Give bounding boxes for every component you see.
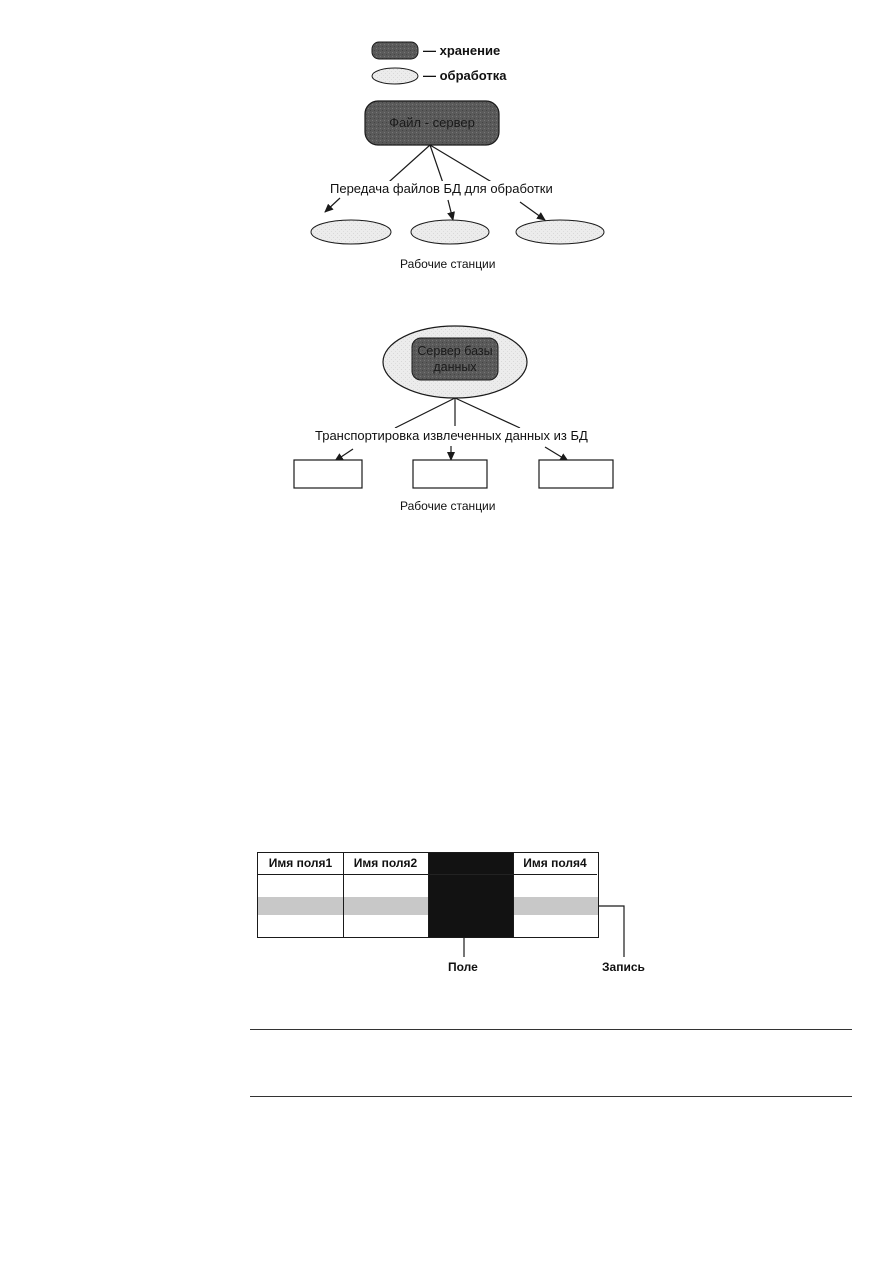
connector-1b (429, 144, 444, 184)
workstations-label-1: Рабочие станции (400, 257, 496, 271)
workstation-2b (412, 459, 488, 489)
column-header-4: Имя поля4 (513, 853, 597, 875)
workstation-1a (310, 219, 392, 245)
col-divider-2 (428, 853, 429, 937)
col-divider-1 (343, 853, 344, 937)
workstation-2c (538, 459, 614, 489)
arrow-1c (519, 201, 546, 221)
field-column-highlight (428, 853, 513, 937)
data-transport-label: Транспортировка извлеченных данных из БД (313, 428, 590, 443)
workstation-1b (410, 219, 490, 245)
arrow-1b (447, 199, 455, 221)
column-header-3 (428, 853, 513, 875)
arrow-2c (544, 446, 569, 462)
column-header-1: Имя поля1 (258, 853, 343, 875)
legend-processing-label: — обработка (423, 68, 507, 83)
workstation-2a (293, 459, 363, 489)
horizontal-rule-bottom (250, 1096, 852, 1097)
column-header-2: Имя поля2 (343, 853, 428, 875)
connector-2a (394, 397, 456, 429)
connector-2c (454, 397, 521, 429)
db-table: Имя поля1 Имя поля2 Имя поля4 (257, 852, 599, 938)
arrow-1a (324, 197, 341, 213)
workstations-label-2: Рабочие станции (400, 499, 496, 513)
horizontal-rule-top (250, 1029, 852, 1030)
field-label: Поле (448, 960, 478, 974)
db-server-label: Сервер базы данных (417, 344, 493, 374)
file-server-node (364, 100, 500, 146)
legend-storage-swatch (371, 41, 419, 60)
legend-storage-label: — хранение (423, 43, 501, 58)
file-transfer-label: Передача файлов БД для обработки (328, 181, 555, 196)
col-divider-3 (513, 853, 514, 937)
record-pointer (599, 905, 625, 957)
record-label: Запись (602, 960, 645, 974)
legend-processing-swatch (371, 67, 419, 85)
arrow-2a (334, 448, 354, 462)
file-server-label: Файл - сервер (389, 115, 475, 130)
workstation-1c (515, 219, 605, 245)
db-server-node (411, 337, 499, 381)
